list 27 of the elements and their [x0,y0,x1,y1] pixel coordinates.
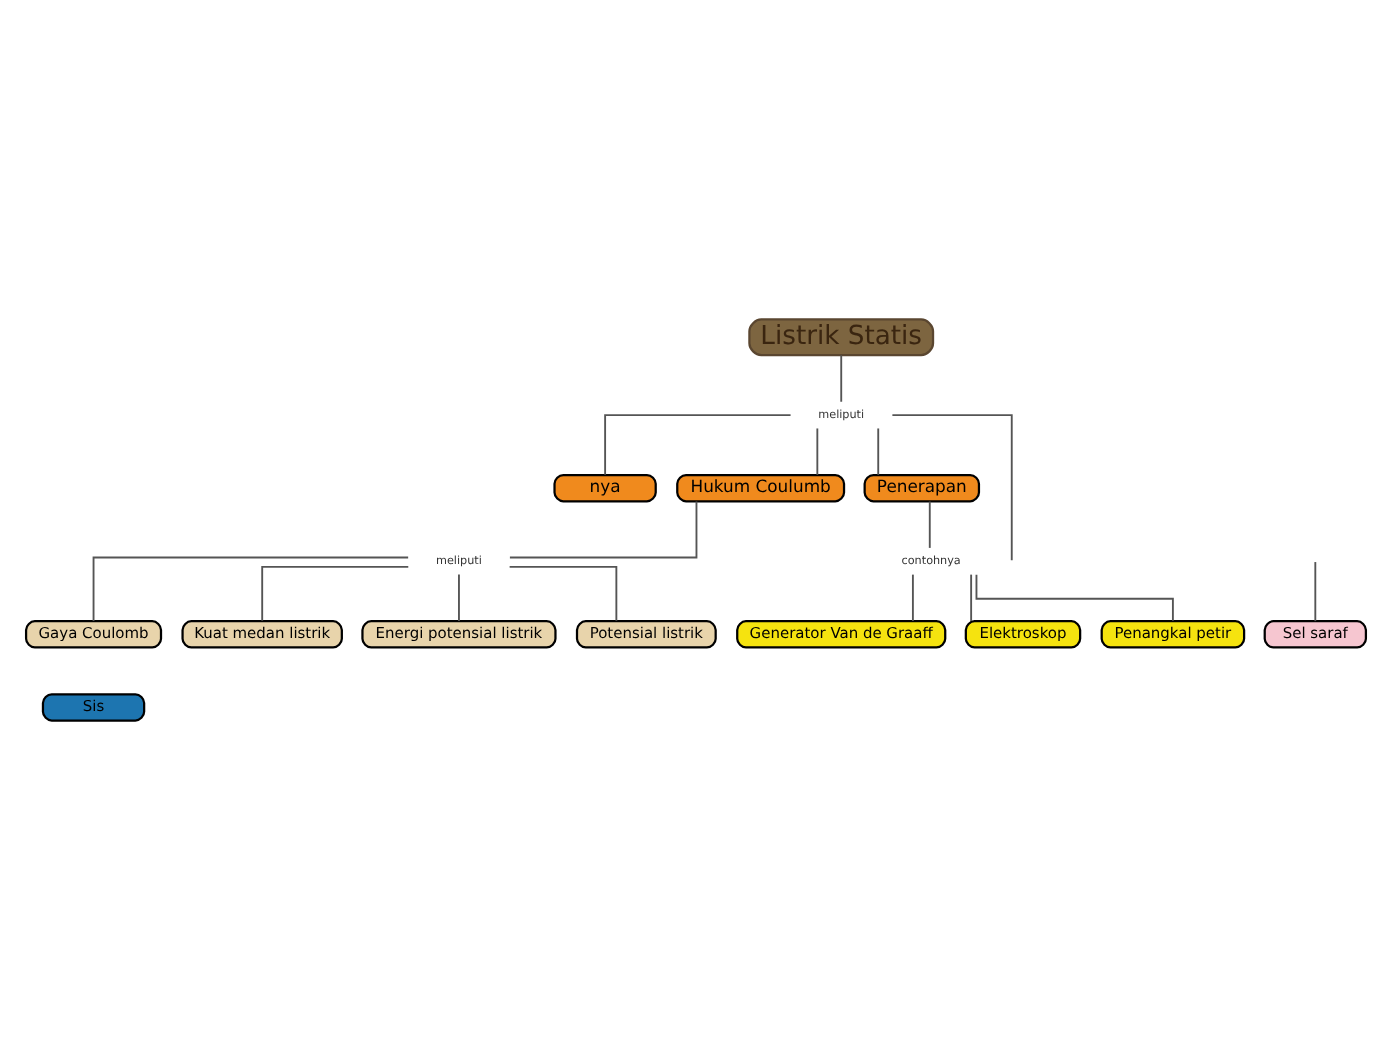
connector [911,573,914,622]
node-box: Listrik Statis [748,318,935,357]
connector [508,500,698,559]
node-box: Generator Van de Graaff [736,620,947,649]
node-box: Energi potensial listrik [361,620,557,649]
connector [458,573,460,622]
node-box: Elektroskop [964,620,1082,649]
node-box: nya [553,473,657,503]
connector [816,427,819,476]
connector [604,414,792,476]
connector [92,556,410,622]
node-box: Hukum Coulumb [676,473,846,503]
node-box: Gaya Coulomb [24,620,163,649]
node-box: Sel saraf [1263,620,1368,649]
connector [840,354,843,403]
connector [928,500,931,549]
node-box: Potensial listrik [575,620,717,649]
connector [877,427,880,476]
connector [970,573,973,622]
connector [261,565,410,622]
node-box: Sis [41,693,146,722]
connector [1314,561,1317,623]
node-box: Penerapan [863,473,981,503]
connector [891,414,1013,562]
node-box: Penangkal petir [1100,620,1246,649]
node-box: Kuat medan listrik [181,620,343,649]
connector [508,565,618,622]
